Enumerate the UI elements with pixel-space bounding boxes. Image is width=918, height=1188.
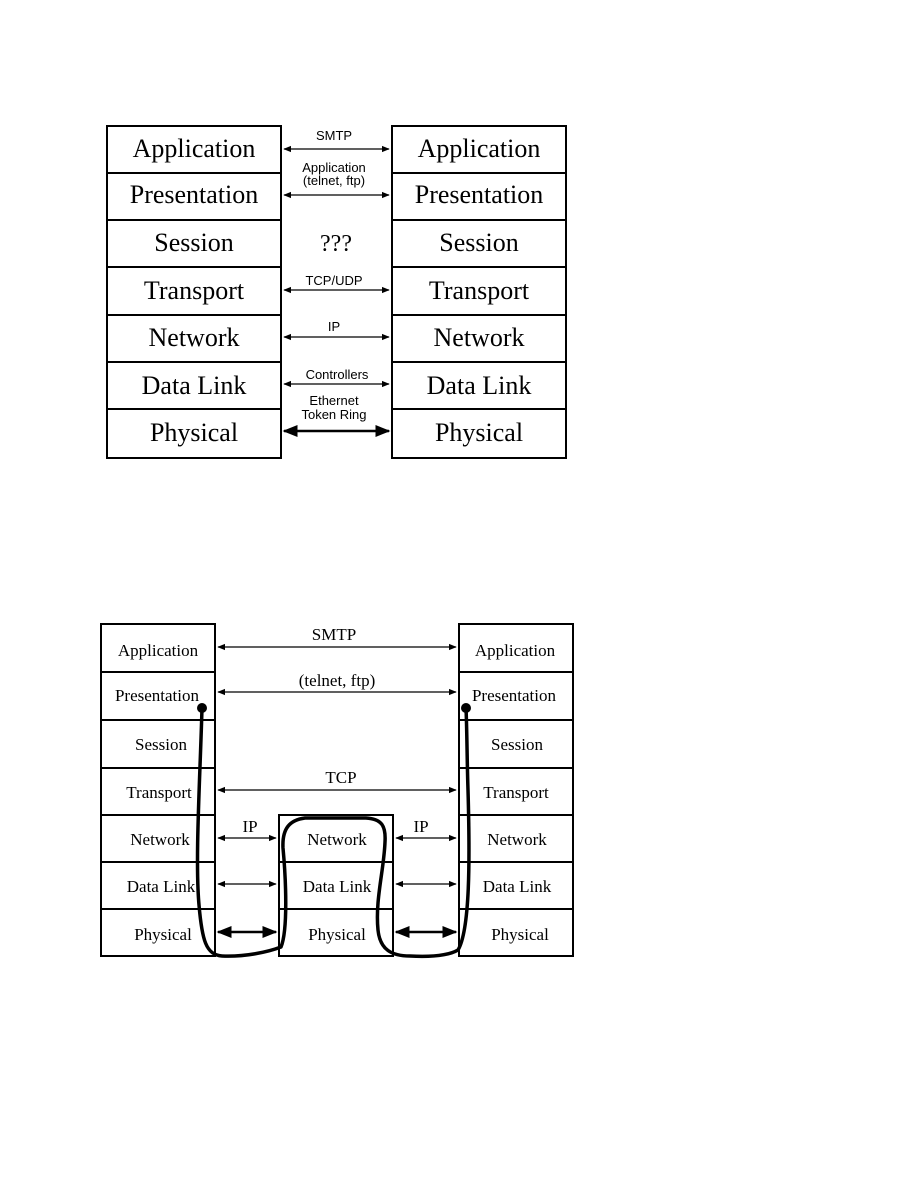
top-left-stack [106, 125, 282, 459]
top-label-controllers: Controllers [306, 367, 369, 382]
top-right-layer-transport: Transport [429, 276, 530, 305]
bottom-left-layer-presentation: Presentation [115, 686, 200, 705]
bottom-right-layer-session: Session [491, 735, 543, 754]
bottom-left-layer-network: Network [130, 830, 190, 849]
top-left-layer-transport: Transport [144, 276, 245, 305]
bottom-right-layer-application: Application [475, 641, 556, 660]
top-left-layer-physical: Physical [150, 418, 238, 447]
bottom-router-stack [278, 814, 394, 957]
top-right-layer-physical: Physical [435, 418, 523, 447]
bottom-right-layer-presentation: Presentation [472, 686, 557, 705]
bottom-right-layer-physical: Physical [491, 925, 549, 944]
top-label-smtp: SMTP [316, 128, 352, 143]
top-diagram: Application Presentation Session Transpo… [106, 125, 567, 459]
bottom-router-layer-physical: Physical [308, 925, 366, 944]
top-label-session-unknown: ??? [320, 231, 352, 257]
top-label-tcp-udp: TCP/UDP [305, 273, 362, 288]
top-label-application: Application [302, 160, 366, 175]
bottom-path-end-dot [461, 703, 471, 713]
top-left-layer-session: Session [154, 228, 233, 257]
bottom-label-smtp: SMTP [312, 625, 356, 644]
top-label-ip: IP [328, 319, 340, 334]
bottom-left-layer-data-link: Data Link [127, 877, 196, 896]
top-right-layer-presentation: Presentation [415, 180, 544, 209]
top-right-layer-session: Session [439, 228, 518, 257]
top-right-stack-border [391, 125, 567, 459]
bottom-left-layer-application: Application [118, 641, 199, 660]
bottom-left-stack-border [100, 623, 216, 957]
top-left-layer-application: Application [133, 134, 256, 163]
bottom-label-ip-right: IP [413, 817, 428, 836]
top-right-stack [391, 125, 567, 459]
bottom-right-stack-border [458, 623, 574, 957]
top-label-telnet-ftp: (telnet, ftp) [303, 173, 365, 188]
bottom-left-layer-physical: Physical [134, 925, 192, 944]
top-label-ethernet: Ethernet [309, 393, 359, 408]
bottom-diagram: Application Presentation Session Transpo… [100, 623, 574, 959]
top-left-layer-presentation: Presentation [130, 180, 259, 209]
top-left-stack-border [106, 125, 282, 459]
top-right-layer-network: Network [434, 323, 525, 352]
bottom-router-layer-data-link: Data Link [303, 877, 372, 896]
bottom-left-layer-session: Session [135, 735, 187, 754]
bottom-path-start-dot [197, 703, 207, 713]
top-label-token-ring: Token Ring [301, 407, 366, 422]
bottom-data-path [195, 706, 471, 959]
bottom-right-layer-data-link: Data Link [483, 877, 552, 896]
bottom-right-stack [458, 623, 574, 957]
bottom-router-layer-network: Network [307, 830, 367, 849]
bottom-left-stack [100, 623, 216, 957]
bottom-left-layer-transport: Transport [126, 783, 192, 802]
top-right-layer-application: Application [418, 134, 541, 163]
bottom-label-telnet-ftp: (telnet, ftp) [299, 671, 375, 690]
bottom-right-layer-network: Network [487, 830, 547, 849]
top-left-layer-network: Network [149, 323, 240, 352]
bottom-right-layer-transport: Transport [483, 783, 549, 802]
top-left-layer-data-link: Data Link [142, 371, 247, 400]
top-right-layer-data-link: Data Link [427, 371, 532, 400]
bottom-label-tcp: TCP [325, 768, 356, 787]
bottom-label-ip-left: IP [242, 817, 257, 836]
bottom-router-stack-border [278, 814, 394, 957]
